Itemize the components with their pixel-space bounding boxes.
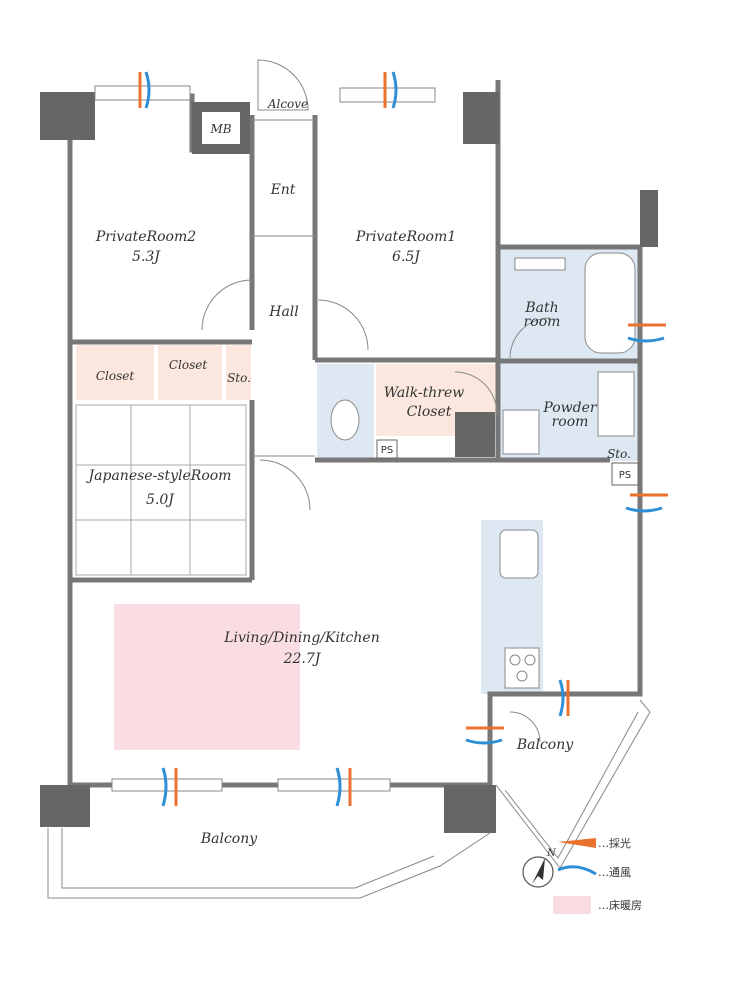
- arrow-top-right: [383, 71, 398, 109]
- arrow-top-left: [138, 71, 151, 109]
- bath-door: [509, 317, 551, 359]
- label-ldk-name: Living/Dining/Kitchen: [223, 630, 379, 646]
- column-top-left: [40, 92, 95, 140]
- shower-counter: [514, 257, 566, 271]
- ps-box-1: [376, 439, 398, 459]
- column-top-right: [463, 92, 499, 144]
- column-bottom-mid: [444, 785, 496, 833]
- label-hall: Hall: [268, 304, 299, 320]
- label-bath-2: room: [524, 314, 561, 330]
- label-mb: MB: [209, 122, 231, 136]
- hall-door: [201, 279, 253, 331]
- label-ps-1: PS: [381, 445, 393, 456]
- label-storage-right: Sto.: [607, 447, 631, 461]
- compass-needle-icon: [532, 858, 545, 884]
- label-wic-1: Walk-threw: [384, 385, 465, 401]
- balcony-side-outline: [495, 699, 651, 869]
- burner-3: [516, 670, 528, 682]
- arrow-bath: [627, 323, 666, 343]
- arrow-powder-exit: [625, 493, 668, 513]
- label-closet-mid: Closet: [169, 358, 208, 372]
- label-storage-left: Sto.: [227, 371, 251, 385]
- tatami-grid: [75, 404, 247, 576]
- washbasin: [597, 371, 635, 437]
- label-pr1-name: PrivateRoom1: [355, 229, 456, 245]
- label-bath-1: Bath: [524, 300, 558, 316]
- label-balcony-side: Balcony: [516, 737, 574, 753]
- column-bottom-left: [40, 785, 90, 827]
- legend-light-icon: [558, 838, 596, 848]
- label-pr2-size: 5.3J: [132, 249, 161, 265]
- label-pr2-name: PrivateRoom2: [95, 229, 196, 245]
- legend-light-text: …採光: [598, 836, 631, 850]
- column-right-notch: [640, 190, 658, 247]
- pr1-door: [317, 299, 369, 351]
- label-powder-2: room: [552, 414, 589, 430]
- washing-machine: [502, 409, 540, 455]
- label-powder-1: Powder: [542, 400, 598, 416]
- floor-heating-area: [114, 604, 300, 750]
- arrow-kitchen-side: [558, 679, 570, 717]
- window-pr2: [94, 85, 191, 101]
- label-wic-2: Closet: [407, 404, 452, 420]
- label-japanese-size: 5.0J: [146, 492, 175, 508]
- window-pr1: [339, 87, 436, 103]
- legend-floor-heating-swatch: [553, 896, 591, 914]
- kitchen-stove: [504, 647, 540, 689]
- storage-left-floor: [226, 345, 251, 400]
- legend-wind-icon: [557, 865, 597, 876]
- compass: N: [522, 848, 557, 888]
- kitchen-sink: [499, 529, 539, 579]
- arrow-ldk-bottom-1: [161, 767, 178, 807]
- compass-label: N: [546, 848, 557, 859]
- ps-shaft: [455, 412, 495, 457]
- arrow-ldk-bottom-2: [335, 767, 352, 807]
- balcony-side-rail: [504, 711, 639, 859]
- label-alcove: Alcove: [267, 97, 308, 111]
- window-ldk-2: [277, 778, 391, 792]
- label-balcony-main: Balcony: [200, 831, 258, 847]
- legend-wind-text: …通風: [598, 866, 631, 879]
- label-closet-left: Closet: [96, 369, 135, 383]
- entrance-door: [257, 59, 309, 111]
- closet-mid-floor: [158, 345, 222, 400]
- arrow-ldk-side: [465, 726, 504, 745]
- label-pr1-size: 6.5J: [392, 249, 421, 265]
- burner-2: [524, 654, 536, 666]
- legend-floor-heating-text: …床暖房: [598, 898, 642, 912]
- legend: …採光 …通風 …床暖房: [553, 836, 642, 914]
- label-entrance: Ent: [270, 182, 296, 198]
- burner-1: [509, 654, 521, 666]
- balcony-main-rail: [61, 828, 435, 889]
- balcony-door: [509, 711, 541, 743]
- bathtub: [584, 252, 636, 354]
- balcony-main-outline: [47, 828, 491, 899]
- mb-inner: [202, 112, 240, 144]
- label-ps-2: PS: [619, 470, 631, 481]
- wic-door: [454, 371, 498, 415]
- toilet: [330, 399, 360, 441]
- jp-door: [259, 459, 311, 511]
- label-ldk-size: 22.7J: [283, 651, 322, 667]
- ps-box-2: [611, 462, 639, 486]
- label-japanese-name: Japanese-styleRoom: [86, 468, 232, 484]
- closet-left-floor: [76, 345, 154, 400]
